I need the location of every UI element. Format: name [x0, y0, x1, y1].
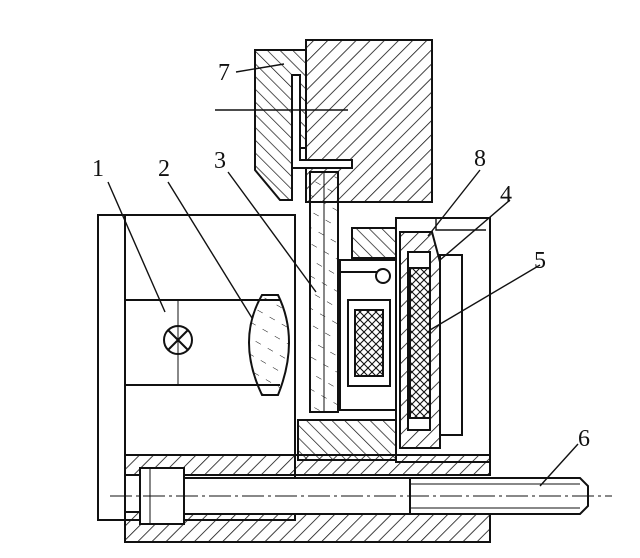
part-5-grating: [409, 267, 431, 419]
carrier-frame: [297, 227, 397, 461]
callout-labels: 1 2 3 4 5 6 7 8: [92, 60, 590, 452]
base-rail: [124, 454, 491, 543]
callout-4: 4: [500, 182, 512, 208]
leader-lines: [107, 63, 579, 487]
part-3-glass-plate: [309, 171, 339, 413]
part-1-lamp-symbol: [163, 325, 193, 355]
callout-1: 1: [92, 156, 104, 182]
part-7-wedge: [254, 49, 353, 201]
callout-5: 5: [534, 248, 546, 274]
callout-7: 7: [218, 60, 230, 86]
callout-2: 2: [158, 156, 170, 182]
callout-8: 8: [474, 146, 486, 172]
part-2-lens: [248, 294, 290, 396]
callout-6: 6: [578, 426, 590, 452]
callout-3: 3: [214, 148, 226, 174]
